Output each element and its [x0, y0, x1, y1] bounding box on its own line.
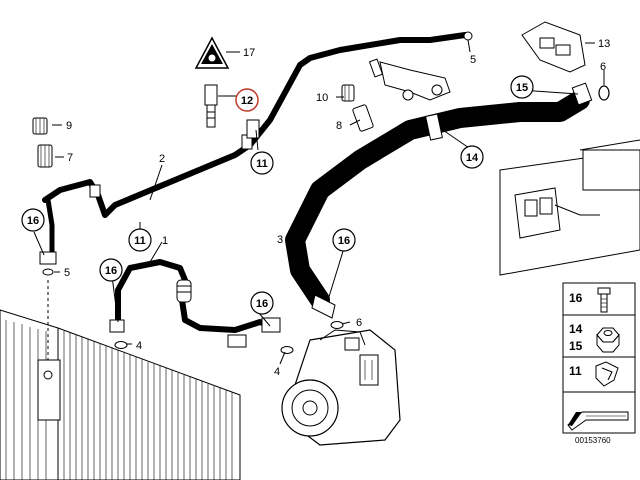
- callout-8: 8: [336, 120, 342, 132]
- valve-cap-9: [32, 117, 48, 135]
- callout-5-top: 5: [470, 54, 476, 66]
- callout-16-mid: 16: [99, 258, 123, 282]
- legend-row-16: 16: [569, 287, 611, 313]
- warning-triangle-icon: [194, 36, 230, 69]
- bracket-13: [521, 21, 586, 73]
- callout-14: 14: [460, 145, 484, 169]
- drier-line: [39, 197, 57, 360]
- svg-text:16: 16: [338, 235, 350, 247]
- svg-text:14: 14: [569, 322, 583, 336]
- expansion-valve: [368, 58, 451, 101]
- callout-17: 17: [243, 47, 255, 59]
- callout-7: 7: [67, 152, 73, 164]
- callout-6-top: 6: [600, 61, 606, 73]
- legend-row-11: 11: [569, 361, 619, 387]
- svg-text:11: 11: [256, 158, 268, 170]
- fastener-legend: 16 14 15 11: [562, 282, 636, 434]
- valve-cap-10: [341, 84, 355, 102]
- callout-2: 2: [159, 153, 165, 165]
- svg-text:16: 16: [27, 215, 39, 227]
- bolt-icon: [597, 287, 611, 313]
- o-ring-6-right: [598, 85, 610, 101]
- callout-10: 10: [316, 92, 328, 104]
- callout-15: 15: [510, 75, 534, 99]
- callout-11-left: 11: [128, 228, 152, 252]
- pressure-sensor-12: [204, 84, 218, 128]
- callout-5-left: 5: [64, 267, 70, 279]
- callout-3: 3: [277, 234, 283, 246]
- condenser: [0, 309, 241, 480]
- callout-13: 13: [598, 38, 610, 50]
- svg-text:16: 16: [105, 265, 117, 277]
- pressure-line-2: [42, 31, 473, 218]
- svg-text:11: 11: [569, 364, 582, 378]
- callout-4-bottom: 4: [274, 366, 280, 378]
- svg-text:15: 15: [516, 82, 528, 94]
- callout-16-left: 16: [21, 208, 45, 232]
- valve-core-7: [37, 144, 53, 168]
- svg-text:14: 14: [466, 152, 479, 164]
- nut-icon: [596, 327, 620, 353]
- callout-12: 12: [235, 88, 259, 112]
- callout-6-bottom: 6: [356, 317, 362, 329]
- callout-11-top: 11: [250, 151, 274, 175]
- callout-16-compressor: 16: [250, 291, 274, 315]
- svg-text:12: 12: [241, 95, 253, 107]
- ac-compressor: [280, 321, 401, 446]
- callout-16-right: 16: [332, 228, 356, 252]
- pressure-line-1: [109, 259, 281, 349]
- svg-text:11: 11: [134, 235, 146, 247]
- suction-hose-3: [285, 82, 593, 319]
- callout-9: 9: [66, 120, 72, 132]
- svg-text:16: 16: [256, 298, 268, 310]
- body-panel: [499, 139, 640, 276]
- clip-icon: [595, 361, 619, 387]
- svg-text:16: 16: [569, 291, 583, 305]
- legend-row-14-15: 14 15: [569, 322, 620, 353]
- valve-core-8: [352, 104, 374, 132]
- arrow-icon: [567, 411, 629, 431]
- svg-text:15: 15: [569, 339, 583, 353]
- document-id: 00153760: [575, 436, 611, 445]
- callout-1: 1: [162, 235, 168, 247]
- callout-4-left: 4: [136, 340, 142, 352]
